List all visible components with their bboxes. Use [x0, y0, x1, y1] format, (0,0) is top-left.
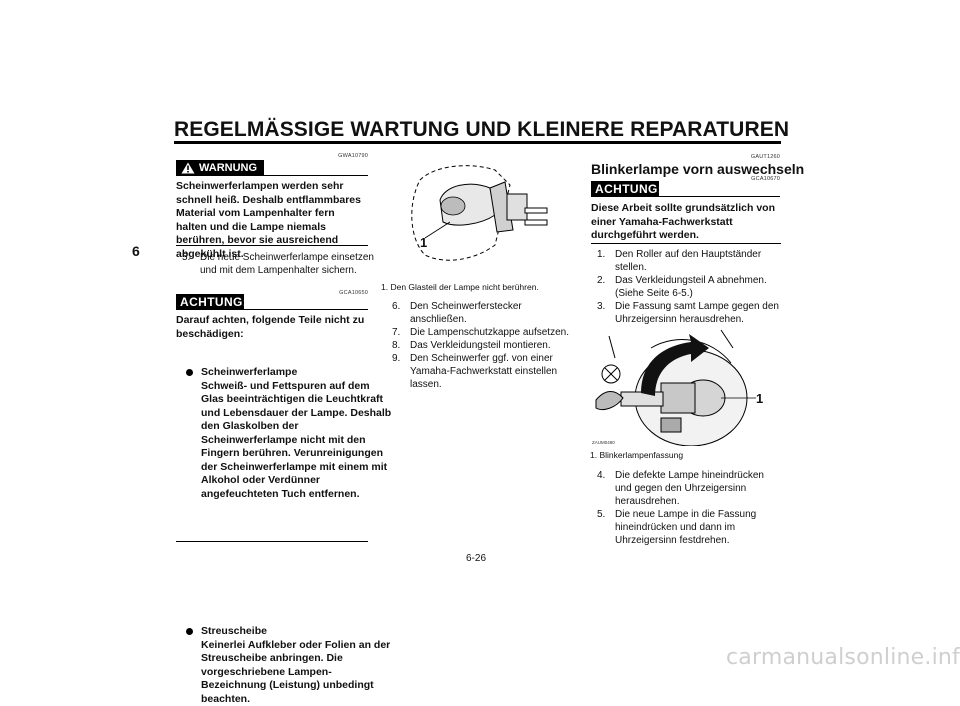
warning-end-rule — [176, 245, 368, 246]
page-title: REGELMÄSSIGE WARTUNG UND KLEINERE REPARA… — [174, 118, 789, 142]
bullet-text: Schweiß- und Fettspuren auf dem Glas bee… — [201, 380, 393, 502]
step-number: 6. — [392, 300, 400, 313]
steps-list: 6. Den Scheinwerferstecker anschließen. 7… — [386, 300, 570, 391]
caution-end-rule — [176, 541, 368, 542]
bullet-dot-icon — [186, 628, 193, 635]
step-number: 5. — [597, 508, 605, 521]
warning-label: WARNUNG — [199, 162, 257, 174]
step-number: 5. — [182, 251, 190, 264]
caution-label: ACHTUNG: — [591, 181, 659, 197]
step-item: 1. Den Roller auf den Hauptständer stelle… — [591, 248, 781, 274]
bullet-title: Streuscheibe — [201, 625, 393, 639]
step-item: 2. Das Verkleidungsteil A abnehmen. (Sieh… — [591, 274, 781, 300]
page-number: 6-26 — [466, 553, 486, 564]
step-number: 1. — [597, 248, 605, 261]
caution-end-rule — [591, 243, 781, 244]
step-item: 9. Den Scheinwerfer ggf. von einer Yamaha… — [386, 352, 570, 391]
step-number: 2. — [597, 274, 605, 287]
step-item: 8. Das Verkleidungsteil montieren. — [386, 339, 570, 352]
figure-caption: 1. Den Glasteil der Lampe nicht berühren… — [381, 282, 581, 293]
caution-text: Diese Arbeit sollte grundsätzlich von ei… — [591, 202, 781, 243]
header-rule — [174, 141, 781, 144]
turn-signal-socket-figure — [591, 328, 781, 446]
step-number: 9. — [392, 352, 400, 365]
bullet-item: Streuscheibe Keinerlei Aufkleber oder Fo… — [176, 625, 393, 706]
caution-intro: Darauf achten, folgende Teile nicht zu b… — [176, 314, 368, 341]
figure-callout-number: 1 — [420, 235, 427, 250]
step-item: 4. Die defekte Lampe hineindrücken und ge… — [591, 469, 781, 508]
footer-watermark[interactable]: carmanualsonline.info — [726, 645, 960, 670]
step-text: Das Verkleidungsteil A abnehmen. (Siehe … — [615, 275, 767, 299]
step-text: Die neue Lampe in die Fassung hineindrüc… — [615, 509, 756, 546]
caution-code: GCA10670 — [712, 176, 780, 182]
step-text: Die defekte Lampe hineindrücken und gege… — [615, 470, 764, 507]
bullet-text: Keinerlei Aufkleber oder Folien an der S… — [201, 639, 393, 706]
step-number: 8. — [392, 339, 400, 352]
section-title: Blinkerlampe vorn auswechseln — [591, 161, 804, 177]
step-text: Das Verkleidungsteil montieren. — [410, 340, 551, 351]
step-text: Den Scheinwerfer ggf. von einer Yamaha-F… — [410, 353, 557, 390]
section-code: GAUT1260 — [712, 154, 780, 160]
steps-list: 1. Den Roller auf den Hauptständer stelle… — [591, 248, 781, 326]
warning-rule — [264, 175, 368, 176]
warning-label-box: WARNUNG — [176, 160, 264, 176]
step-item: 5. Die neue Lampe in die Fassung hineindr… — [591, 508, 781, 547]
warning-text: Scheinwerferlampen werden sehr schnell h… — [176, 180, 368, 261]
figure-code: ZAUM0480 — [592, 440, 615, 445]
headlamp-bulb-figure — [395, 160, 565, 270]
step-text: Den Scheinwerferstecker anschließen. — [410, 301, 522, 325]
step-5: 5. Die neue Scheinwerferlampe einsetzen … — [176, 251, 392, 277]
caution-rule — [244, 309, 368, 310]
step-text: Die Lampenschutzkappe aufsetzen. — [410, 327, 569, 338]
step-number: 4. — [597, 469, 605, 482]
bullet-dot-icon — [186, 369, 193, 376]
step-text: Die neue Scheinwerferlampe einsetzen und… — [200, 252, 374, 276]
warning-code: GWA10790 — [300, 153, 368, 159]
chapter-number: 6 — [132, 243, 140, 259]
step-item: 6. Den Scheinwerferstecker anschließen. — [386, 300, 570, 326]
caution-code: GCA10650 — [300, 290, 368, 296]
figure-callout-number: 1 — [756, 391, 763, 406]
warning-triangle-icon — [181, 162, 195, 174]
bullet-title: Scheinwerferlampe — [201, 366, 393, 380]
steps-list: 4. Die defekte Lampe hineindrücken und ge… — [591, 469, 781, 547]
step-number: 3. — [597, 300, 605, 313]
step-text: Den Roller auf den Hauptständer stellen. — [615, 249, 761, 273]
step-text: Die Fassung samt Lampe gegen den Uhrzeig… — [615, 301, 779, 325]
caution-label: ACHTUNG: — [176, 294, 244, 310]
step-number: 7. — [392, 326, 400, 339]
step-item: 3. Die Fassung samt Lampe gegen den Uhrze… — [591, 300, 781, 326]
step-item: 7. Die Lampenschutzkappe aufsetzen. — [386, 326, 570, 339]
bullet-item: Scheinwerferlampe Schweiß- und Fettspure… — [176, 366, 393, 501]
figure-caption: 1. Blinkerlampenfassung — [590, 450, 780, 461]
caution-rule — [659, 196, 780, 197]
